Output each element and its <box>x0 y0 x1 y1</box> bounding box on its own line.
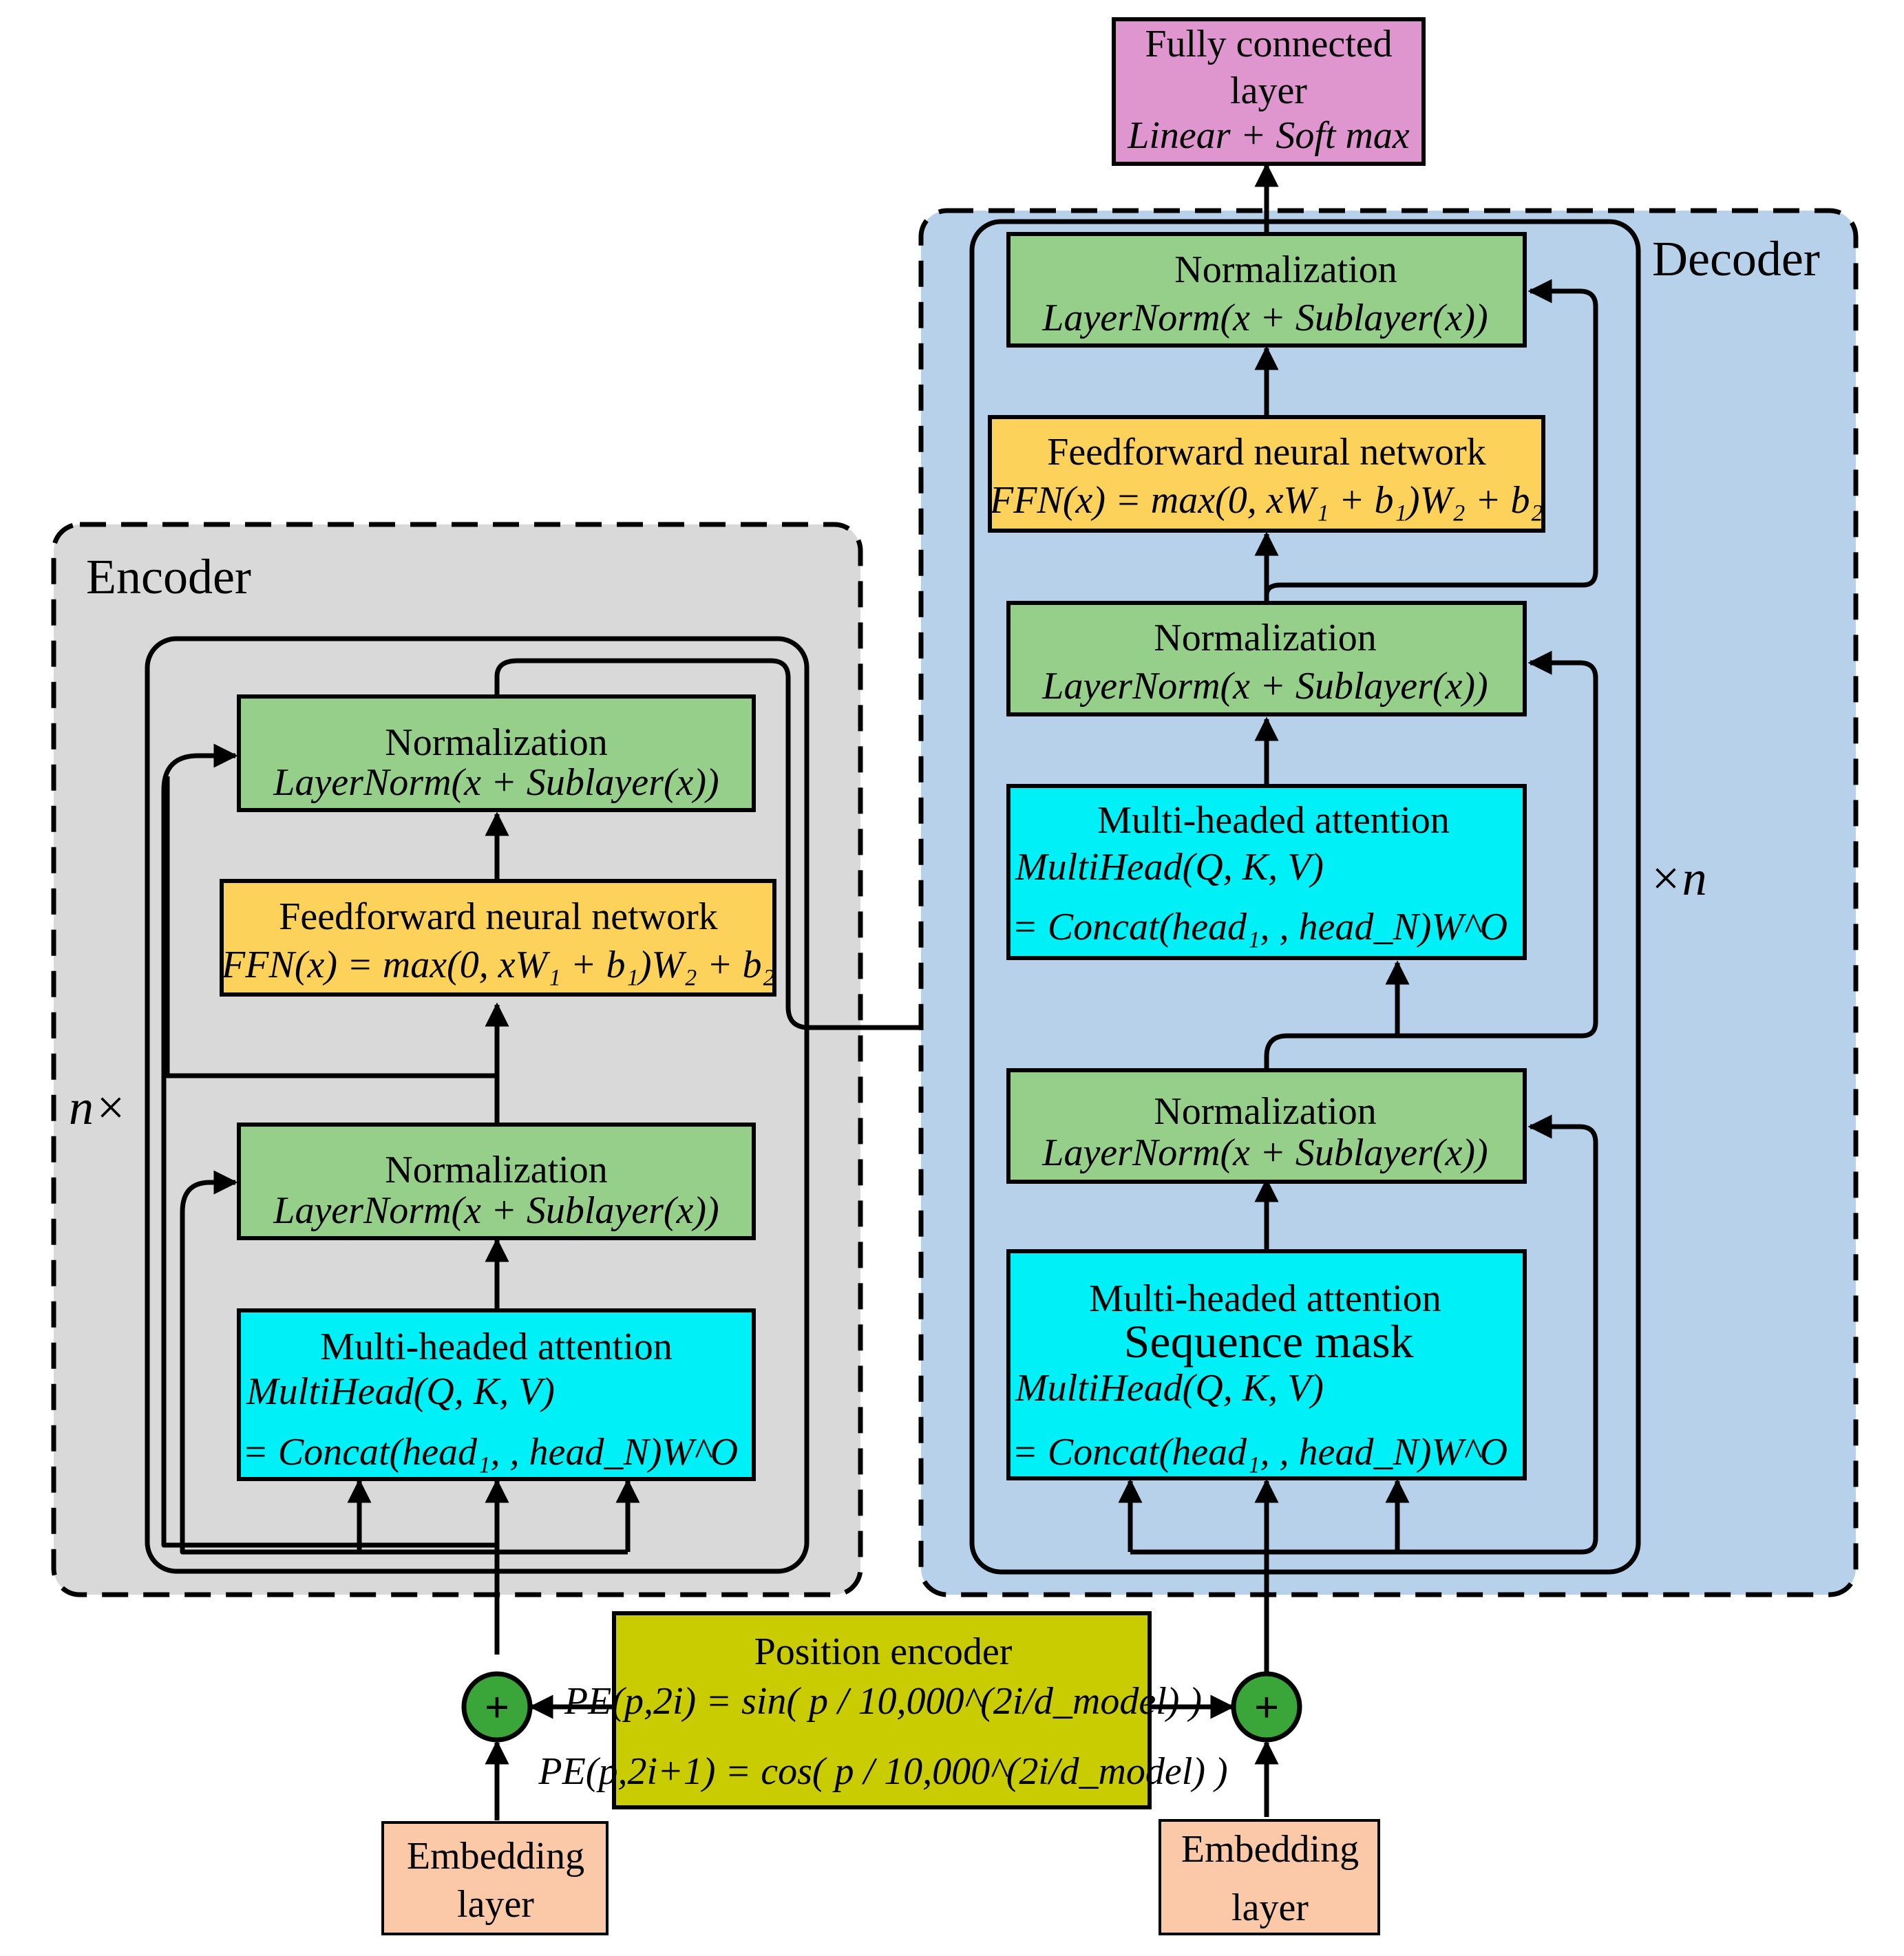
svg-text:Normalization: Normalization <box>385 721 607 764</box>
svg-text:MultiHead(Q, K, V): MultiHead(Q, K, V) <box>1015 1367 1324 1410</box>
encoder-ffn: Feedforward neural network FFN(x) = max(… <box>220 879 776 997</box>
svg-text:Embedding: Embedding <box>1181 1828 1359 1871</box>
svg-text:Normalization: Normalization <box>385 1149 607 1191</box>
encoder-repeat-label: n× <box>69 1080 127 1135</box>
decoder-norm-bottom: Normalization LayerNorm(x + Sublayer(x)) <box>1006 1068 1527 1184</box>
svg-text:Normalization: Normalization <box>1174 248 1397 291</box>
svg-text:MultiHead(Q, K, V): MultiHead(Q, K, V) <box>246 1370 555 1413</box>
adder-right: + <box>1231 1671 1302 1743</box>
svg-text:layer: layer <box>1230 70 1307 112</box>
position-encoder: Position encoder PE(p,2i) = sin( p / 10,… <box>538 1611 1228 1809</box>
decoder-stack-frame <box>969 219 1641 1575</box>
svg-text:Fully connected: Fully connected <box>1145 23 1392 65</box>
decoder-repeat-label: ×n <box>1649 851 1707 906</box>
svg-text:= Concat(head₁, , head_N)W^: = Concat(head₁, , head_N)W^O <box>1012 906 1508 948</box>
svg-text:LayerNorm(x + Sublayer(x)): LayerNorm(x + Sublayer(x)) <box>273 761 719 804</box>
encoder-attention: Multi-headed attention MultiHead(Q, K, V… <box>237 1308 756 1481</box>
svg-text:Multi-headed attention: Multi-headed attention <box>1089 1277 1441 1320</box>
decoder-attention-masked: Multi-headed attention Sequence mask Mul… <box>1006 1249 1527 1480</box>
encoder-wires <box>161 658 1276 1655</box>
svg-text:Feedforward neural network: Feedforward neural network <box>279 895 718 938</box>
encoder-norm-top: Normalization LayerNorm(x + Sublayer(x)) <box>237 694 756 812</box>
encoder-label: Encoder <box>86 549 251 604</box>
svg-text:= Concat(head₁, , head_N)W^: = Concat(head₁, , head_N)W^O <box>1012 1431 1508 1474</box>
svg-text:PE(p,2i+1) = cos( p / 10,000^(: PE(p,2i+1) = cos( p / 10,000^(2i/d_model… <box>538 1750 1227 1793</box>
svg-text:= Concat(head₁, , head_N)W^: = Concat(head₁, , head_N)W^O <box>242 1431 738 1474</box>
svg-text:LayerNorm(x + Sublayer(x)): LayerNorm(x + Sublayer(x)) <box>1041 1131 1488 1174</box>
svg-text:LayerNorm(x + Sublayer(x)): LayerNorm(x + Sublayer(x)) <box>1041 297 1488 339</box>
svg-text:FFN(x) = max(0, xW₁ + b₁)W₂ +: FFN(x) = max(0, xW₁ + b₁)W₂ + b₂ <box>989 479 1543 522</box>
svg-text:PE(p,2i) = sin( p / 10,000^(2i: PE(p,2i) = sin( p / 10,000^(2i/d_model) … <box>564 1680 1202 1723</box>
svg-text:Multi-headed attention: Multi-headed attention <box>320 1326 673 1368</box>
decoder-label: Decoder <box>1652 231 1820 286</box>
svg-text:Position encoder: Position encoder <box>754 1630 1013 1673</box>
embedding-layer-right: Embedding layer <box>1159 1819 1380 1935</box>
svg-text:Embedding: Embedding <box>407 1835 584 1878</box>
svg-text:FFN(x) = max(0, xW₁ + b₁)W₂ +: FFN(x) = max(0, xW₁ + b₁)W₂ + b₂ <box>221 944 775 986</box>
encoder-stack-frame <box>145 636 810 1574</box>
decoder-wires <box>1118 162 1598 1672</box>
sequence-mask-label: Sequence mask <box>1123 1315 1413 1368</box>
encoder-panel: Encoder n× Normalization LayerNorm(x + S… <box>51 522 1276 1655</box>
svg-text:MultiHead(Q, K, V): MultiHead(Q, K, V) <box>1015 846 1324 889</box>
svg-text:LayerNorm(x + Sublayer(x)): LayerNorm(x + Sublayer(x)) <box>273 1189 719 1232</box>
plus-icon: + <box>485 1683 509 1732</box>
svg-text:layer: layer <box>1231 1886 1309 1929</box>
plus-icon: + <box>1254 1683 1279 1732</box>
decoder-ffn: Feedforward neural network FFN(x) = max(… <box>988 415 1545 533</box>
encoder-norm-bottom: Normalization LayerNorm(x + Sublayer(x)) <box>237 1123 756 1240</box>
svg-text:layer: layer <box>457 1883 534 1926</box>
fully-connected-layer: Fully connected layer Linear + Soft max <box>1112 17 1426 166</box>
svg-text:Normalization: Normalization <box>1154 1090 1376 1133</box>
decoder-attention-top: Multi-headed attention MultiHead(Q, K, V… <box>1006 784 1527 960</box>
svg-text:Linear + Soft max: Linear + Soft max <box>1127 114 1410 157</box>
svg-text:Multi-headed attention: Multi-headed attention <box>1097 799 1450 842</box>
adder-left: + <box>461 1671 533 1743</box>
decoder-norm-top: Normalization LayerNorm(x + Sublayer(x)) <box>1006 232 1527 348</box>
svg-text:Feedforward neural network: Feedforward neural network <box>1047 431 1486 474</box>
decoder-norm-mid: Normalization LayerNorm(x + Sublayer(x)) <box>1006 601 1527 716</box>
decoder-panel: Decoder ×n Normalization LayerNorm(x + S… <box>918 162 1859 1672</box>
embedding-layer-left: Embedding layer <box>381 1821 609 1935</box>
bottom-wires <box>485 1694 1279 1820</box>
svg-text:LayerNorm(x + Sublayer(x)): LayerNorm(x + Sublayer(x)) <box>1041 665 1488 708</box>
svg-text:Normalization: Normalization <box>1154 617 1376 659</box>
